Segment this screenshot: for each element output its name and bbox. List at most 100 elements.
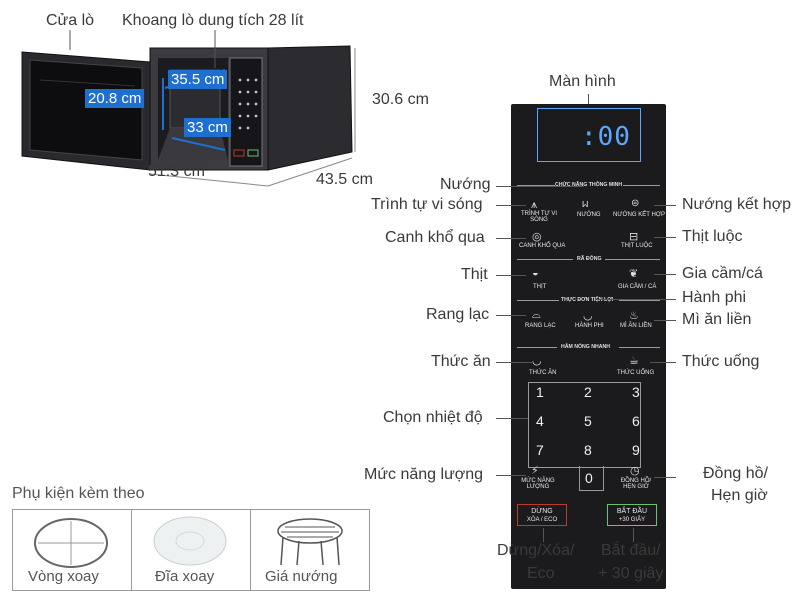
- accessory-plate-label: Đĩa xoay: [155, 568, 215, 585]
- btn-onion[interactable]: HÀNH PHI: [575, 323, 604, 329]
- callout-combo: Nướng kết hợp: [682, 196, 792, 213]
- onion-icon: ◡: [583, 310, 593, 322]
- divider: [605, 259, 660, 260]
- callout-stop-1: Dừng/Xóa/: [497, 542, 575, 559]
- control-panel: :00 CHỨC NĂNG THÔNG MINH ⩚ TRÌNH TỰ VI S…: [511, 104, 666, 589]
- leader-grill: [496, 186, 584, 187]
- callout-start-2: + 30 giây: [598, 565, 664, 582]
- outer-width-dim: 51.3 cm: [148, 163, 205, 180]
- section-smart: CHỨC NĂNG THÔNG MINH: [555, 182, 623, 188]
- drink-icon: ☕: [629, 355, 639, 367]
- cavity-label: Khoang lò dung tích 28 lít: [122, 12, 304, 29]
- accessories-divider: [250, 509, 251, 590]
- start-label-2: +30 GIÂY: [618, 517, 646, 523]
- accessory-ring-label: Vòng xoay: [28, 568, 99, 585]
- btn-meat[interactable]: THỊT: [533, 284, 547, 290]
- start-button[interactable]: BẮT ĐẦU +30 GIÂY: [607, 504, 657, 526]
- leader-stop: [543, 528, 544, 542]
- keypad-zero-box: [579, 466, 604, 491]
- inner-depth-tag: 35.5 cm: [168, 70, 228, 89]
- leader-poultry: [654, 274, 676, 275]
- peanuts-icon: ⌓: [532, 309, 541, 321]
- leader-microwave: [496, 205, 526, 206]
- accessories-divider: [131, 509, 132, 590]
- door-label: Cửa lò: [46, 12, 95, 29]
- leader-drink: [650, 362, 676, 363]
- btn-peanuts[interactable]: RANG LẠC: [525, 323, 556, 329]
- inner-height-tag: 20.8 cm: [85, 89, 145, 108]
- leader-temp: [496, 418, 528, 419]
- divider: [619, 347, 660, 348]
- accessories-box: [12, 509, 370, 591]
- btn-boiled-meat[interactable]: THỊT LUỘC: [621, 243, 653, 249]
- leader-start: [633, 528, 634, 542]
- key-3[interactable]: 3: [632, 384, 640, 400]
- divider: [623, 185, 660, 186]
- leader-power: [496, 475, 526, 476]
- btn-drink[interactable]: THỨC UỐNG: [617, 370, 655, 376]
- key-5[interactable]: 5: [584, 413, 592, 429]
- callout-stop-2: Eco: [527, 565, 555, 582]
- callout-clock-1: Đồng hồ/: [703, 465, 768, 482]
- leader-food: [496, 362, 532, 363]
- callout-noodles: Mì ăn liền: [682, 311, 752, 328]
- boiled-meat-icon: ⊟: [629, 231, 639, 243]
- btn-food[interactable]: THỨC ĂN: [529, 370, 557, 376]
- keypad: [528, 382, 641, 468]
- btn-grill[interactable]: NƯỚNG: [577, 212, 601, 218]
- btn-microwave[interactable]: TRÌNH TỰ VI SÓNG: [520, 211, 557, 223]
- btn-combo[interactable]: NƯỚNG KẾT HỢP: [613, 212, 665, 218]
- noodles-icon: ♨: [629, 310, 639, 322]
- stop-button[interactable]: DỪNG XÓA / ECO: [517, 504, 567, 526]
- leader-noodles: [654, 320, 676, 321]
- key-9[interactable]: 9: [632, 442, 640, 458]
- key-2[interactable]: 2: [584, 384, 592, 400]
- divider: [517, 347, 557, 348]
- callout-meat: Thịt: [461, 266, 488, 283]
- key-6[interactable]: 6: [632, 413, 640, 429]
- callout-food: Thức ăn: [431, 353, 491, 370]
- key-1[interactable]: 1: [536, 384, 544, 400]
- callout-start-1: Bắt đầu/: [601, 542, 661, 559]
- callout-temp: Chọn nhiệt độ: [383, 409, 483, 426]
- leader-clock: [654, 477, 676, 478]
- callout-microwave: Trình tự vi sóng: [371, 196, 483, 213]
- section-convenient: THỰC ĐƠN TIỆN LỢI: [561, 297, 614, 303]
- divider: [517, 185, 555, 186]
- grill-icon: ᥕ: [582, 198, 589, 210]
- callout-boiled-meat: Thịt luộc: [682, 228, 743, 245]
- btn-dry-squid[interactable]: CANH KHỔ QUA: [519, 243, 566, 249]
- dry-squid-icon: ◎: [532, 231, 542, 243]
- display-value: :00: [581, 122, 631, 152]
- btn-clock[interactable]: ĐỒNG HỒ/ HẸN GIỜ: [620, 478, 652, 490]
- key-0[interactable]: 0: [585, 470, 593, 486]
- section-defrost: RÃ ĐÔNG: [577, 256, 602, 262]
- key-7[interactable]: 7: [536, 442, 544, 458]
- screen-callout: Màn hình: [549, 73, 616, 90]
- btn-power[interactable]: MỨC NĂNG LƯỢNG: [521, 478, 555, 490]
- outer-depth-dim: 43.5 cm: [316, 171, 373, 188]
- divider: [517, 259, 573, 260]
- callout-dry-squid: Canh khổ qua: [385, 229, 485, 246]
- leader-dry-squid: [496, 238, 526, 239]
- callout-clock-2: Hẹn giờ: [711, 487, 768, 504]
- callout-peanuts: Rang lạc: [426, 306, 490, 323]
- leader-meat: [496, 275, 526, 276]
- meat-icon: ◒: [532, 267, 539, 279]
- display: [537, 108, 641, 162]
- stop-label-2: XÓA / ECO: [526, 517, 558, 523]
- btn-noodles[interactable]: MÌ ĂN LIỀN: [620, 323, 652, 329]
- divider: [619, 300, 660, 301]
- leader-combo: [654, 205, 676, 206]
- outer-height-dim: 30.6 cm: [372, 91, 429, 108]
- turntable-plate-image: [153, 516, 227, 566]
- accessory-rack-label: Giá nướng: [265, 568, 338, 585]
- power-icon: ⚡: [531, 465, 539, 477]
- oven-illustration: Cửa lò Khoang lò dung tích 28 lít 35.5 c…: [0, 0, 429, 200]
- start-label-1: BẮT ĐẦU: [616, 508, 648, 515]
- callout-power: Mức năng lượng: [364, 466, 484, 483]
- btn-poultry[interactable]: GIA CẦM / CÁ: [618, 284, 657, 290]
- key-8[interactable]: 8: [584, 442, 592, 458]
- divider: [517, 300, 559, 301]
- key-4[interactable]: 4: [536, 413, 544, 429]
